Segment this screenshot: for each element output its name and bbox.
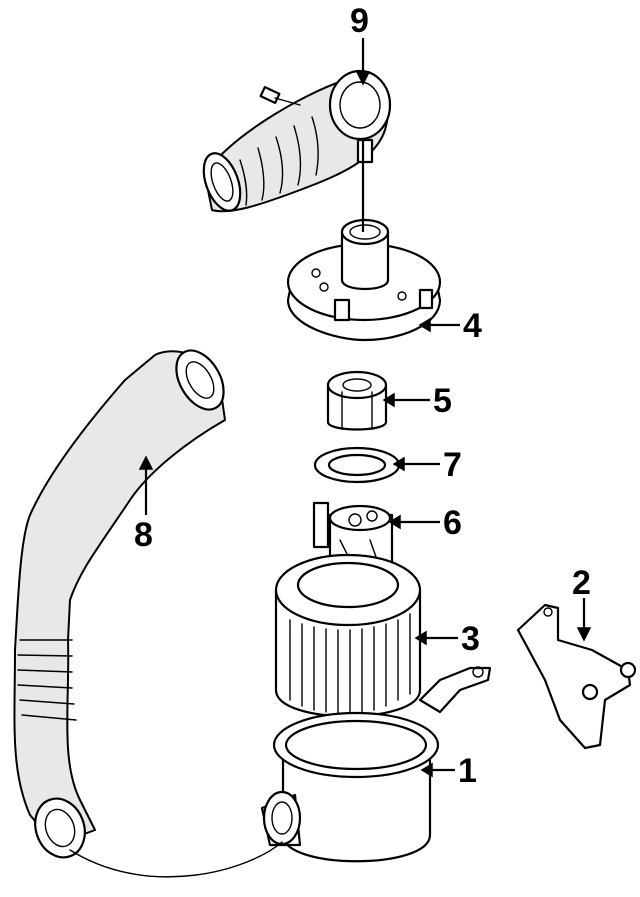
callout-label-6: 6: [443, 504, 462, 542]
part-1-lower-housing: [260, 711, 440, 863]
callout-3: 3: [414, 620, 480, 658]
callout-label-2: 2: [572, 564, 591, 602]
part-3-filter: [274, 553, 492, 718]
part-4-cover: [286, 218, 442, 342]
callout-label-8: 8: [134, 516, 153, 554]
callout-8: 8: [134, 455, 154, 554]
callout-2: 2: [572, 564, 592, 642]
part-7-gasket: [313, 446, 401, 484]
callout-label-4: 4: [463, 307, 482, 345]
part-8-intake-duct: [13, 349, 283, 878]
callout-label-1: 1: [458, 752, 477, 790]
callout-label-3: 3: [461, 620, 480, 658]
callout-label-7: 7: [443, 446, 462, 484]
callout-1: 1: [420, 752, 477, 790]
callout-7: 7: [392, 446, 462, 484]
part-5-element: [326, 370, 388, 431]
callout-6: 6: [388, 504, 462, 542]
callout-label-9: 9: [350, 2, 369, 40]
callout-label-5: 5: [433, 382, 452, 420]
part-9-intake-hose: [202, 69, 392, 213]
callout-5: 5: [382, 382, 452, 420]
callout-9: 9: [350, 2, 371, 232]
callout-4: 4: [418, 307, 482, 345]
part-2-bracket: [516, 603, 637, 750]
